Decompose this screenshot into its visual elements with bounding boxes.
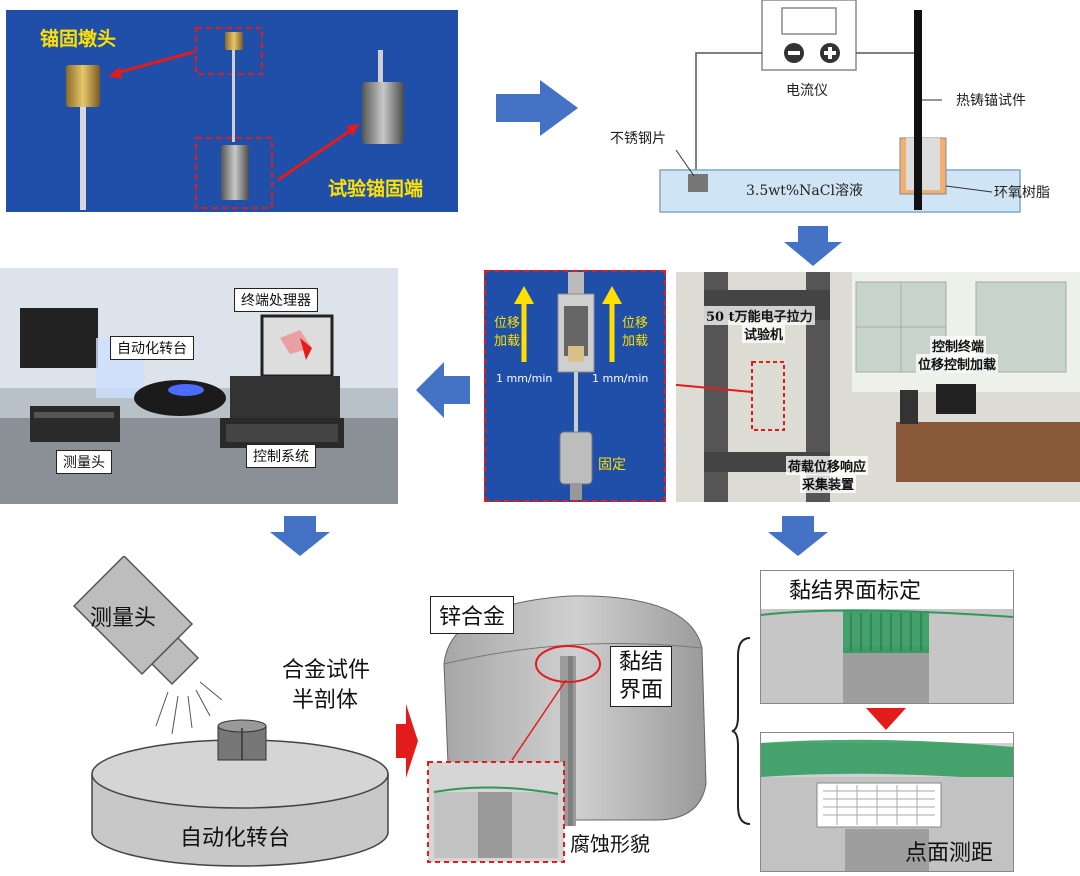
label-load-left: 加载: [494, 334, 521, 349]
label-load-right: 加载: [622, 334, 649, 349]
label-acq-line2: 采集装置: [800, 474, 857, 493]
label-acq-line1: 荷载位移响应: [786, 456, 869, 475]
scanner-photo-art: [0, 268, 398, 504]
label-measure: 点面测距: [905, 841, 994, 866]
label-zinc: 锌合金: [430, 596, 515, 634]
label-turntable: 自动化转台: [110, 336, 194, 360]
label-head: 测量头: [56, 450, 112, 474]
arrow-left-middle: [416, 362, 470, 418]
arrow-down-left-middle: [270, 516, 330, 556]
tensile-closeup: 位移 加载 位移 加载 1 mm/min 1 mm/min 固定: [484, 270, 666, 502]
bracket: [731, 637, 751, 825]
arrow-right-top: [496, 80, 578, 136]
scan-schematic-art: [72, 556, 389, 867]
scanner-photo: 终端处理器 自动化转台 测量头 控制系统: [0, 268, 398, 504]
tensile-closeup-art: [514, 272, 622, 500]
corrosion-schematic: 电流仪 不锈钢片 热铸锚试件 3.5wt%NaCl溶液 环氧树脂: [596, 0, 1080, 224]
tensile-machine-photo: 50 t万能电子拉力 试验机 控制终端 位移控制加载 荷载位移响应 采集装置: [676, 272, 1080, 502]
label-turntable-schematic: 自动化转台: [180, 826, 291, 851]
label-machine-line1: 50 t万能电子拉力: [704, 306, 815, 325]
calib-panel: 黏结界面标定: [760, 570, 1014, 704]
corrosion-schematic-art: [659, 0, 1021, 213]
label-specimen-line1: 合金试件: [282, 658, 371, 683]
label-head-schematic: 测量头: [90, 606, 157, 631]
label-disp-right: 位移: [622, 316, 649, 331]
label-bond-line1: 黏结: [619, 650, 664, 675]
label-calib: 黏结界面标定: [789, 579, 922, 604]
label-anchor-head: 锚固墩头: [40, 28, 117, 50]
arrow-red-down: [866, 708, 906, 730]
scan-schematic: 测量头 合金试件 半剖体 自动化转台: [60, 556, 400, 872]
label-terminal-line2: 位移控制加载: [916, 354, 999, 373]
label-epoxy: 环氧树脂: [994, 185, 1050, 201]
label-test-end: 试验锚固端: [328, 178, 424, 200]
anchor-photo-art: [66, 27, 404, 210]
label-terminal: 终端处理器: [234, 288, 318, 312]
label-disp-left: 位移: [494, 316, 521, 331]
arrow-red-right: [396, 704, 418, 778]
label-bond: 黏结 界面: [610, 646, 673, 707]
label-stainless: 不锈钢片: [610, 131, 666, 147]
measure-panel-art: [761, 733, 1013, 871]
calib-panel-art: [761, 571, 1013, 703]
label-specimen: 热铸锚试件: [956, 93, 1026, 109]
label-rate-left: 1 mm/min: [496, 372, 553, 385]
anchor-photo: 锚固墩头 试验锚固端: [6, 10, 458, 212]
label-solution: 3.5wt%NaCl溶液: [746, 183, 863, 199]
arrow-down-right-top: [784, 226, 842, 266]
label-fixed: 固定: [598, 457, 626, 473]
measure-panel: 点面测距: [760, 732, 1014, 872]
model-view: 锌合金 黏结 界面 腐蚀形貌: [420, 584, 736, 872]
arrow-down-right-middle: [768, 516, 828, 556]
label-control: 控制系统: [246, 444, 316, 468]
label-bond-line2: 界面: [619, 677, 664, 703]
label-terminal-line1: 控制终端: [930, 336, 987, 355]
label-machine-line2: 试验机: [742, 324, 786, 343]
label-rate-right: 1 mm/min: [592, 372, 649, 385]
label-corrosion: 腐蚀形貌: [570, 832, 650, 856]
label-specimen-line2: 半剖体: [292, 688, 359, 713]
label-ammeter: 电流仪: [786, 83, 828, 99]
